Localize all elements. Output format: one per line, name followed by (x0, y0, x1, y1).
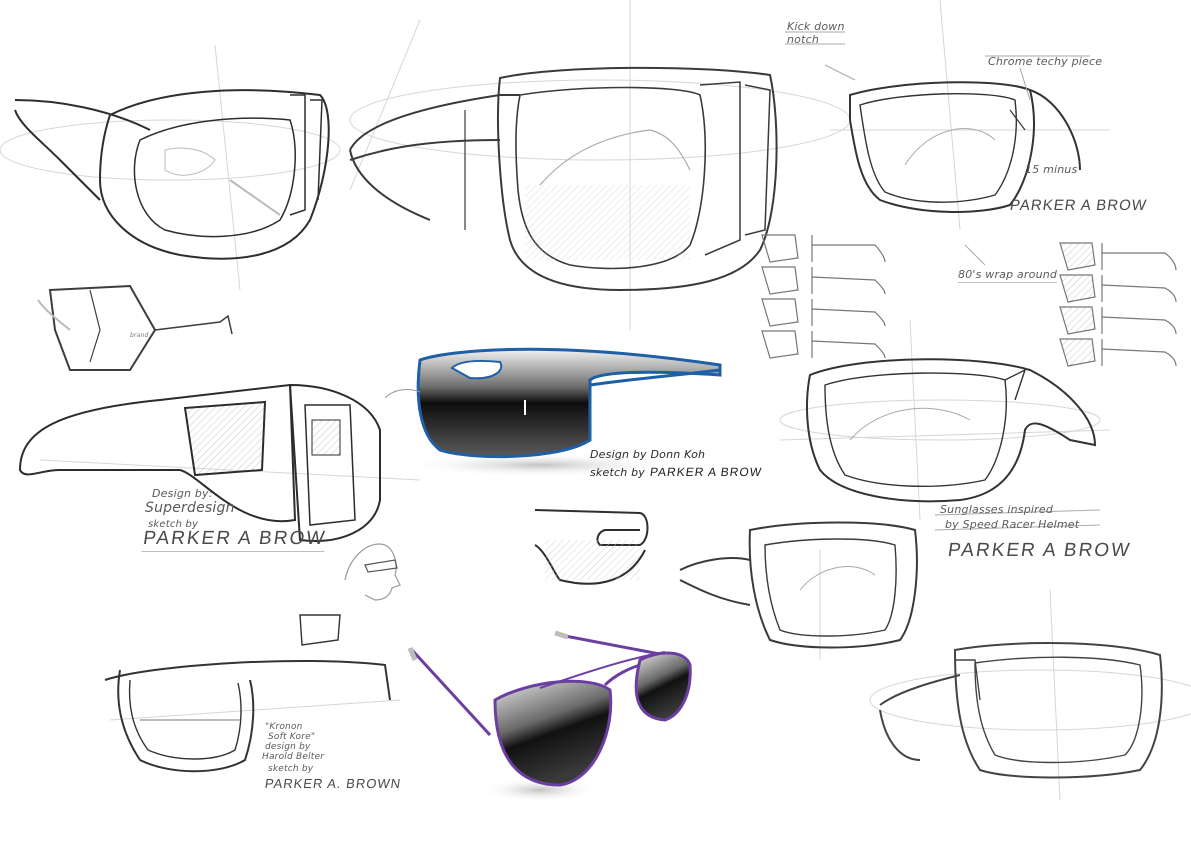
render-blue-shield (384, 347, 722, 477)
signature-kronon: PARKER A. BROWN (263, 776, 403, 791)
sketch-wrap-detail (534, 509, 649, 585)
sketch-bottom-right-frame (879, 642, 1163, 779)
sketch-profile-head (344, 543, 401, 601)
note-kronon-line1: "Kronon (265, 722, 303, 732)
construction-lines (0, 0, 1191, 801)
annotation-leaders (785, 31, 1101, 531)
note-sketch-by-super: sketch by (148, 519, 199, 530)
thumbnail-grid-right (1059, 242, 1177, 367)
signature-blue-render: PARKER A BROW (649, 465, 764, 479)
render-purple-aviator (407, 630, 692, 802)
note-kronon-line5: sketch by (268, 764, 314, 774)
sketch-wrap-goggle (14, 89, 330, 260)
hexagon-brand-mark: brand (130, 332, 149, 339)
sketch-mid-right-shield (679, 521, 918, 649)
sketch-speed-racer-shield (806, 358, 1097, 503)
sketch-kronon-frame (104, 614, 391, 773)
sketch-large-shield (349, 66, 778, 292)
note-15-minus: 15 minus (1025, 163, 1078, 176)
note-80s-wrap: 80's wrap around (958, 268, 1058, 283)
note-kick-down-line2: notch (787, 33, 820, 46)
thumbnail-grid-left (761, 234, 886, 359)
note-design-by-super: Design by: (152, 487, 213, 500)
sketch-shield-top-right (849, 81, 1081, 213)
note-design-by-donn-koh: Design by Donn Koh (590, 448, 706, 461)
signature-speed-racer: PARKER A BROW (946, 540, 1133, 561)
note-kronon-line2: Soft Kore" (268, 732, 316, 742)
note-speed-racer-line1: Sunglasses inspired (940, 503, 1054, 516)
note-speed-racer-line2: by Speed Racer Helmet (945, 518, 1080, 531)
sketch-square-frame (18, 383, 381, 542)
note-kick-down-line1: Kick down (787, 20, 845, 33)
note-sketch-by-blue: sketch by PARKER A BROW (590, 461, 764, 480)
note-sketch-by-prefix: sketch by (590, 466, 645, 479)
note-kronon-line3: design by (265, 742, 311, 752)
note-kronon-line4: Harold Belter (262, 752, 325, 762)
sketch-hexagon-frame (37, 284, 233, 371)
note-superdesign: Superdesign (145, 500, 235, 516)
signature-top-right: PARKER A BROW (1008, 197, 1149, 214)
note-chrome-techy: Chrome techy piece (988, 55, 1103, 68)
signature-super: PARKER A BROW (141, 528, 328, 552)
